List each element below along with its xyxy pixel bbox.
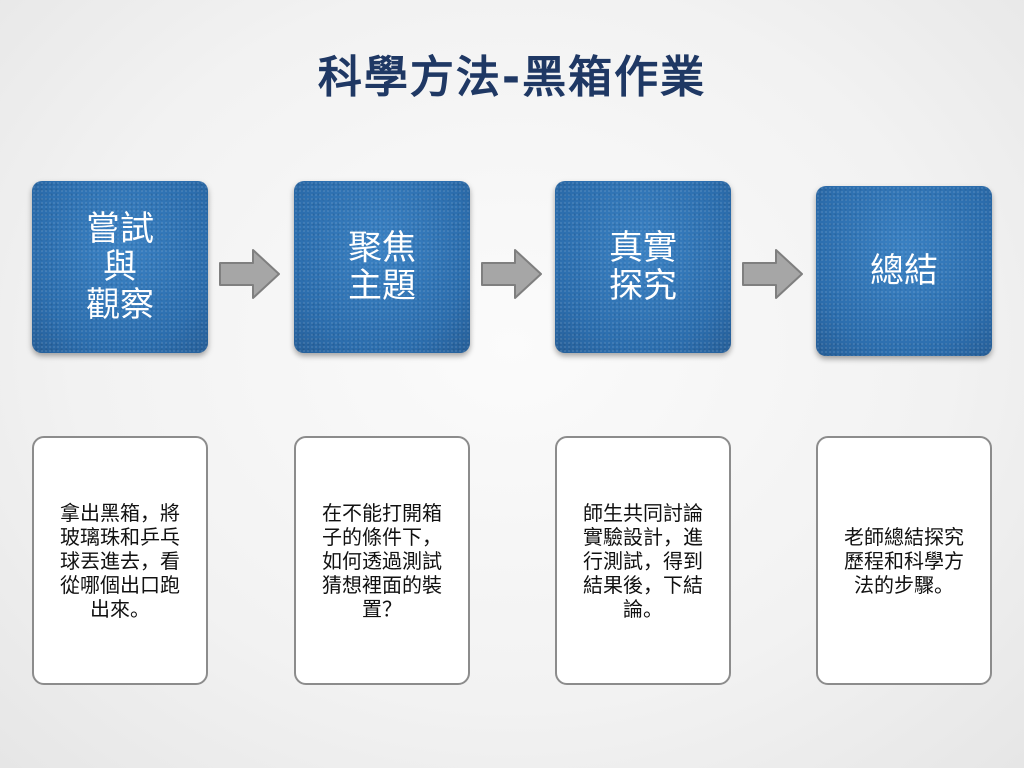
- arrow-right-icon: [481, 249, 542, 299]
- arrow-right-icon: [742, 249, 803, 299]
- description-box-summary: 老師總結探究 歷程和科學方 法的步驟。: [816, 436, 992, 685]
- step-box-focus-topic: 聚焦 主題: [294, 181, 470, 353]
- step-box-summary: 總結: [816, 186, 992, 356]
- step-box-real-inquiry: 真實 探究: [555, 181, 731, 353]
- arrow-right-icon: [219, 249, 280, 299]
- description-box-try-and-observe: 拿出黑箱，將 玻璃珠和乒乓 球丟進去，看 從哪個出口跑 出來。: [32, 436, 208, 685]
- page-title: 科學方法-黑箱作業: [317, 52, 707, 103]
- step-box-try-and-observe: 嘗試 與 觀察: [32, 181, 208, 353]
- description-box-focus-topic: 在不能打開箱 子的條件下， 如何透過測試 猜想裡面的裝 置？: [294, 436, 470, 685]
- description-box-real-inquiry: 師生共同討論 實驗設計，進 行測試，得到 結果後，下結 論。: [555, 436, 731, 685]
